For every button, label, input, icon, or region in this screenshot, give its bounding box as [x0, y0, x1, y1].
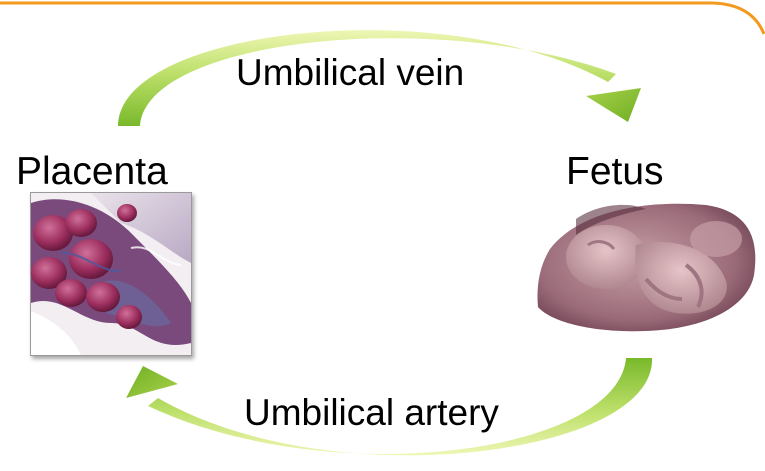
fetus-illustration [536, 195, 762, 335]
placenta-label: Placenta [16, 150, 168, 194]
umbilical-artery-label: Umbilical artery [244, 392, 499, 434]
placenta-illustration [31, 193, 191, 355]
umbilical-artery-arrow-head [126, 366, 178, 398]
umbilical-vein-arrow-head [586, 88, 641, 122]
fetus-label: Fetus [566, 150, 664, 194]
umbilical-vein-label: Umbilical vein [236, 52, 464, 94]
fetus-photo [536, 195, 762, 335]
placenta-photo [30, 192, 192, 356]
